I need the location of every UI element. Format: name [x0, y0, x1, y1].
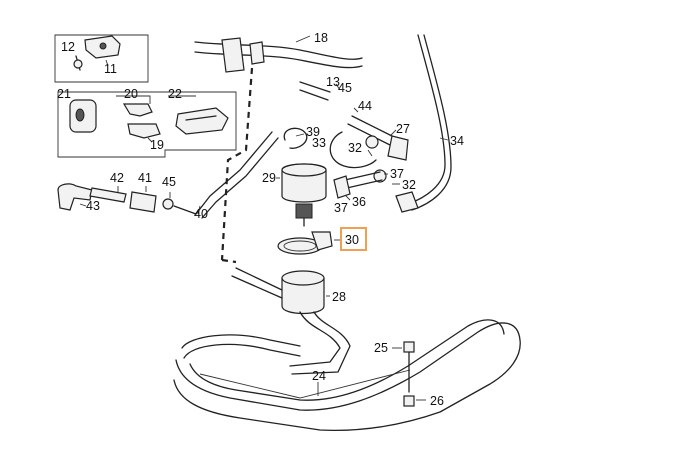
clip-part-20: [122, 103, 161, 139]
label-19: 19: [150, 138, 164, 152]
leader-lines: [79, 35, 449, 401]
pipe-34: [395, 34, 452, 213]
label-44: 44: [358, 99, 372, 113]
hose-lower: [181, 311, 351, 375]
canister-part-28: [231, 267, 325, 315]
dashed-leader: [220, 67, 254, 264]
label-21: 21: [57, 87, 71, 101]
clamp-part-45: [162, 198, 197, 215]
bolt-part-25: [403, 341, 415, 393]
label-33: 33: [312, 136, 326, 150]
label-26: 26: [430, 394, 444, 408]
sleeve-part-41: [129, 191, 157, 213]
label-12: 12: [61, 40, 75, 54]
label-11: 11: [104, 62, 117, 76]
label-45-top: 45: [338, 81, 352, 95]
hose-13: [299, 81, 331, 101]
label-40: 40: [194, 207, 208, 221]
label-24: 24: [312, 369, 326, 383]
hose-group-44-27: [329, 115, 409, 199]
label-39: 39: [306, 125, 320, 139]
clamp-part-30: [277, 231, 333, 255]
tube-part-42: [89, 187, 127, 203]
label-13: 13: [326, 75, 340, 89]
label-41: 41: [138, 171, 152, 185]
label-29: 29: [262, 171, 276, 185]
label-36: 36: [352, 195, 366, 209]
label-34: 34: [450, 134, 464, 148]
label-27: 27: [396, 122, 410, 136]
label-30[interactable]: 30: [345, 233, 359, 247]
inset-box-middle: [57, 91, 237, 158]
label-45-left: 45: [162, 175, 176, 189]
connector-part-43: [57, 183, 93, 211]
frame-part-24: [173, 319, 521, 431]
label-37-upper: 37: [390, 167, 404, 181]
filter-part-29: [281, 163, 327, 227]
label-22: 22: [168, 87, 182, 101]
label-32-upper: 32: [348, 141, 362, 155]
highlight-box-30: [340, 227, 367, 251]
bolt-part-26: [403, 395, 415, 407]
label-20: 20: [124, 87, 138, 101]
label-18: 18: [314, 31, 328, 45]
label-28: 28: [332, 290, 346, 304]
label-37-lower: 37: [334, 201, 348, 215]
label-43: 43: [86, 199, 100, 213]
clip-part-12: [73, 35, 121, 71]
hose-18: [194, 37, 363, 73]
inset-box-top: [54, 34, 149, 83]
label-32-lower: 32: [402, 178, 416, 192]
clip-part-21: [69, 99, 97, 133]
label-42: 42: [110, 171, 124, 185]
hose-part-39: [195, 127, 308, 219]
label-25: 25: [374, 341, 388, 355]
clip-part-22: [175, 107, 229, 135]
